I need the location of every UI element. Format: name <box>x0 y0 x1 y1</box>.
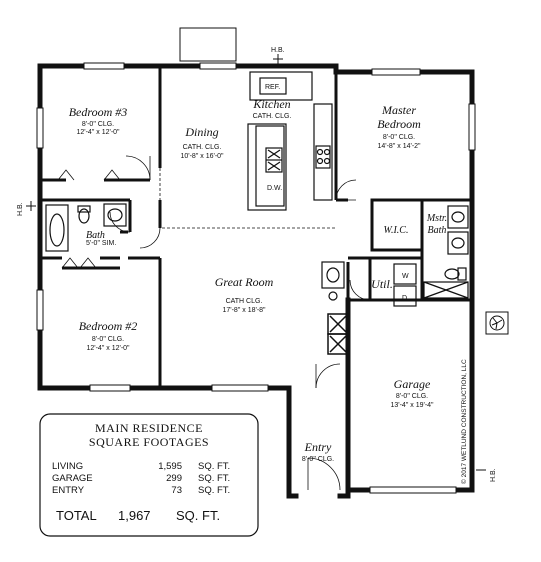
bedroom2-ceiling: 8'-0" CLG. <box>92 336 124 343</box>
master-bath-fixtures <box>423 205 469 299</box>
sq-row-living-label: LIVING <box>52 461 83 472</box>
garage-size: 13'-4" x 19'-4" <box>390 402 434 409</box>
hose-bib-icons <box>26 54 486 471</box>
great-room-size: 17'-8" x 18'-8" <box>222 307 266 314</box>
garage-cabinets <box>327 313 349 355</box>
hose-bib-label-left: H.B. <box>17 202 24 216</box>
great-room-ceiling: CATH CLG. <box>226 298 263 305</box>
bath-size: 5'-0" SIM. <box>86 240 116 247</box>
sq-row-garage-value: 299 <box>166 473 182 484</box>
sq-row-entry-unit: SQ. FT. <box>198 485 230 496</box>
bedroom2-name: Bedroom #2 <box>79 319 138 333</box>
bedroom3-name: Bedroom #3 <box>69 105 128 119</box>
sq-row-living-unit: SQ. FT. <box>198 461 230 472</box>
ref-label: REF. <box>265 84 280 91</box>
interior-walls <box>40 66 472 388</box>
kitchen-counters <box>249 71 333 201</box>
bedroom3-size: 12'-4" x 12'-0" <box>76 129 120 136</box>
bath-name: Bath <box>86 230 105 241</box>
windows <box>36 27 476 494</box>
dryer-label: D <box>402 295 407 302</box>
mstr-bath-name-1: Mstr. <box>426 213 447 224</box>
dining-size: 10'-8" x 16'-0" <box>180 153 224 160</box>
dw-label: D.W. <box>267 185 282 192</box>
master-name-2: Bedroom <box>377 117 421 131</box>
washer-label: W <box>402 273 409 280</box>
wic-name: W.I.C. <box>384 225 409 236</box>
master-ceiling: 8'-0" CLG. <box>383 134 415 141</box>
kitchen-island <box>247 123 287 211</box>
entry-name: Entry <box>304 440 332 454</box>
garage-ceiling: 8'-0" CLG. <box>396 393 428 400</box>
master-size: 14'-8" x 14'-2" <box>377 143 421 150</box>
sq-row-entry-label: ENTRY <box>52 485 85 496</box>
bedroom2-size: 12'-4" x 12'-0" <box>86 345 130 352</box>
bath-fixtures <box>45 203 127 252</box>
sq-total-label: TOTAL <box>56 508 97 523</box>
sq-total-value: 1,967 <box>118 508 151 523</box>
great-room-name: Great Room <box>215 275 274 289</box>
dashed-lines <box>159 168 336 229</box>
entry-ceiling: 8'-0" CLG. <box>302 456 334 463</box>
dining-ceiling: CATH. CLG. <box>183 144 222 151</box>
sq-title-2: SQUARE FOOTAGES <box>89 435 209 449</box>
sq-row-garage-unit: SQ. FT. <box>198 473 230 484</box>
hose-bib-label-top: H.B. <box>271 47 285 54</box>
garage-name: Garage <box>394 377 431 391</box>
kitchen-name: Kitchen <box>252 97 290 111</box>
master-name-1: Master <box>381 103 416 117</box>
door-swings <box>57 155 371 491</box>
util-name: Util. <box>371 277 393 291</box>
laundry-fixtures <box>321 261 417 307</box>
dining-name: Dining <box>184 125 218 139</box>
kitchen-ceiling: CATH. CLG. <box>253 113 292 120</box>
bedroom3-ceiling: 8'-0" CLG. <box>82 121 114 128</box>
sq-title-1: MAIN RESIDENCE <box>95 421 203 435</box>
mstr-bath-name-2: Bath <box>428 225 447 236</box>
sq-footage-box <box>39 413 259 537</box>
sq-total-unit: SQ. FT. <box>176 508 220 523</box>
sq-row-entry-value: 73 <box>171 485 182 496</box>
sq-row-garage-label: GARAGE <box>52 473 93 484</box>
sq-row-living-value: 1,595 <box>158 461 182 472</box>
hose-bib-label-right: H.B. <box>490 468 497 482</box>
copyright-text: © 2017 WETLUND CONSTRUCTION, LLC <box>460 359 468 484</box>
ac-unit-icon <box>485 311 509 335</box>
